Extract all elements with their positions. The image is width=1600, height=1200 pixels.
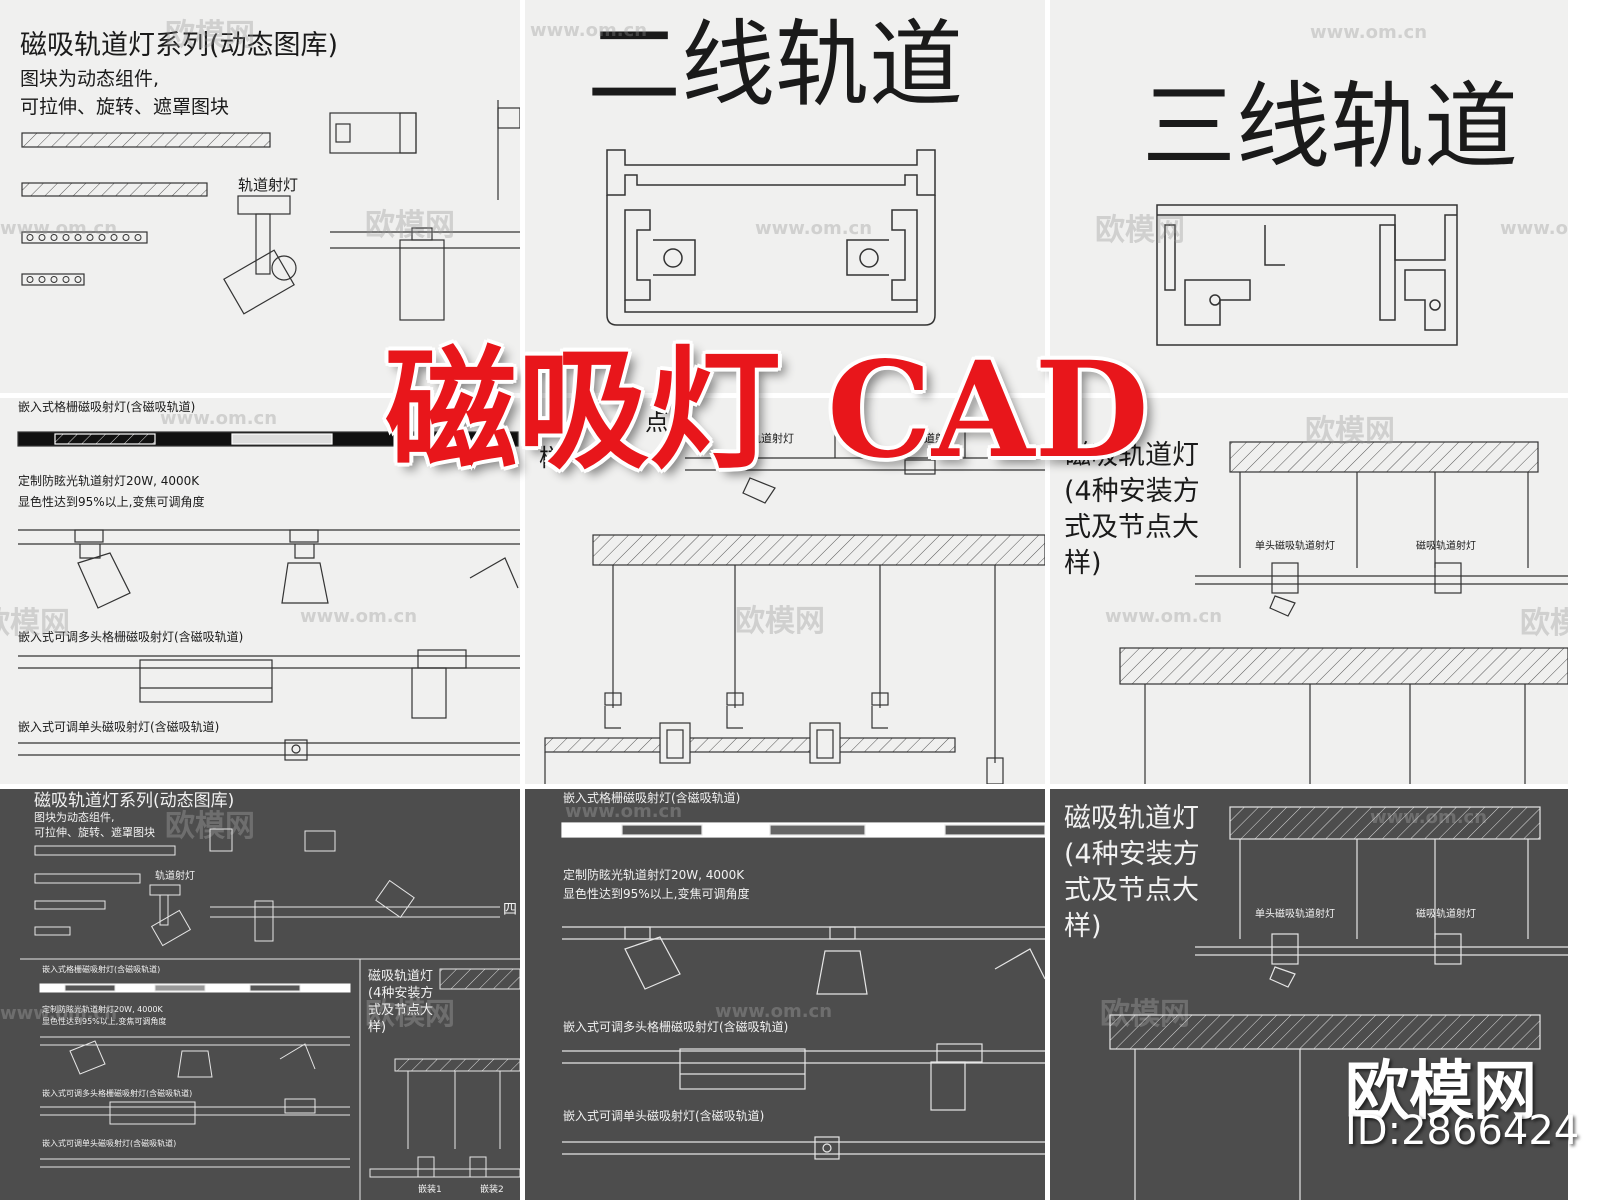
spec-line-1: 定制防眩光轨道射灯20W, 4000K: [42, 1005, 163, 1014]
lamp-label: 单头磁吸轨道射灯: [1255, 909, 1335, 920]
watermark-url: www.om.cn: [160, 408, 278, 429]
title-line-1: 磁吸轨道灯: [1064, 803, 1199, 834]
fixture-label-multi: 嵌入式可调多头格栅磁吸射灯(含磁吸轨道): [18, 630, 244, 644]
fixture-label-grille: 嵌入式格栅磁吸射灯(含磁吸轨道): [563, 791, 741, 805]
drawing-dark-overview: [20, 828, 520, 1200]
fixture-label-grille: 嵌入式格栅磁吸射灯(含磁吸轨道): [42, 965, 161, 974]
panel-dark-spotlights: 嵌入式格栅磁吸射灯(含磁吸轨道) 定制防眩光轨道射灯20W, 4000K 显色性…: [525, 789, 1045, 1200]
title-line-2: (4种安装方: [1064, 839, 1200, 870]
right-edge-label: 四: [503, 902, 517, 918]
drawing-track-install: [1119, 441, 1568, 784]
description-line-2: 可拉伸、旋转、遮罩图块: [20, 96, 230, 118]
spot-light-label: 轨道射灯: [238, 176, 299, 194]
watermark-logo: 欧模网: [1100, 997, 1190, 1032]
watermark-url: www.om.cn: [0, 218, 118, 239]
spot-light-label: 轨道射灯: [155, 871, 195, 882]
drawing-two-wire-profile: [606, 149, 936, 326]
panel-dark-install-methods: 磁吸轨道灯 (4种安装方 式及节点大 样) 单头磁吸轨道射灯 磁吸轨道射灯 ww…: [1050, 789, 1568, 1200]
panel-dynamic-library: 磁吸轨道灯系列(动态图库) 图块为动态组件, 可拉伸、旋转、遮罩图块 轨道射灯 …: [0, 0, 520, 393]
title-line-3: 式及节点大: [1064, 512, 1199, 543]
watermark-logo: 欧模网: [1305, 414, 1395, 449]
right-title-2: (4种安装方: [368, 986, 434, 1001]
panel-track-install-methods: 磁吸轨道灯 (4种安装方 式及节点大 样) 单头磁吸轨道射灯 磁吸轨道射灯 欧模…: [1050, 398, 1568, 784]
watermark-url: www.om.cn: [0, 1003, 118, 1024]
drawing-three-wire-profile: [1156, 204, 1458, 346]
panel-title: 三线轨道: [1142, 73, 1519, 182]
title-line-3: 式及节点大: [1064, 875, 1199, 906]
description-line-1: 图块为动态组件,: [20, 68, 160, 90]
description-line-2: 可拉伸、旋转、遮罩图块: [34, 826, 155, 839]
watermark-url: www.om.cn: [755, 218, 873, 239]
panel-three-wire-track: 三线轨道 欧模网 www.om.cn 欧模网 www.om.cn: [1050, 0, 1568, 393]
watermark-url: www.om.cn: [1370, 807, 1488, 828]
watermark-logo: 欧模网: [165, 18, 255, 53]
right-title-1: 磁吸轨道灯: [368, 969, 434, 984]
lamp-label: 磁吸轨道射灯: [1416, 541, 1476, 552]
fixture-label-single: 嵌入式可调单头磁吸射灯(含磁吸轨道): [563, 1109, 765, 1123]
spec-line-2: 显色性达到95%以上,变焦可调角度: [18, 495, 205, 509]
spec-line-1: 定制防眩光轨道射灯20W, 4000K: [563, 868, 745, 882]
product-id: ID:2866424: [1345, 1108, 1580, 1154]
watermark-url: www.om.cn: [1105, 606, 1223, 627]
watermark-logo: 欧模网: [1095, 213, 1185, 248]
panel-two-wire-track: 二线轨道 www.om.cn www.om.cn: [525, 0, 1045, 393]
partial-title: 点大: [645, 408, 693, 436]
watermark-url: www.om.cn: [300, 606, 418, 627]
fixture-label-multi: 嵌入式可调多头格栅磁吸射灯(含磁吸轨道): [563, 1020, 789, 1034]
partial-title: 样: [539, 444, 563, 472]
lamp-label: 单头磁吸轨道射灯: [1255, 541, 1335, 552]
drawing-suspended-section: [544, 398, 1045, 784]
drawing-dark-track-install: [1109, 806, 1568, 1200]
title-line-4: 样): [1064, 911, 1102, 942]
drawing-grille-spotlights: [17, 431, 520, 761]
brand-logo: 欧模网: [1345, 1055, 1537, 1129]
lamp-label: 轨道射灯: [750, 432, 794, 445]
panel-dark-overview: 磁吸轨道灯系列(动态图库) 图块为动态组件, 可拉伸、旋转、遮罩图块 轨道射灯 …: [0, 789, 520, 1200]
fixture-label-single: 嵌入式可调单头磁吸射灯(含磁吸轨道): [18, 720, 220, 734]
watermark-logo: 欧模网: [735, 604, 825, 639]
right-title-3: 式及节点大: [368, 1003, 434, 1018]
panel-grille-spotlights: 嵌入式格栅磁吸射灯(含磁吸轨道) 定制防眩光轨道射灯20W, 4000K 显色性…: [0, 398, 520, 784]
title-line-1: 磁吸轨道灯: [1064, 440, 1199, 471]
lamp-label: 轨道射灯: [913, 432, 957, 445]
spec-line-2: 显色性达到95%以上,变焦可调角度: [42, 1017, 167, 1026]
drawing-dark-spotlights: [561, 822, 1045, 1160]
watermark-url: www.om.cn: [530, 20, 648, 41]
fixture-label-single: 嵌入式可调单头磁吸射灯(含磁吸轨道): [42, 1139, 177, 1148]
description-line-1: 图块为动态组件,: [34, 811, 115, 824]
panel-installation-section: 点大 样 轨道射灯 轨道射灯 欧模网: [525, 398, 1045, 784]
footer-label: 嵌装1: [418, 1185, 442, 1195]
fixture-label-multi: 嵌入式可调多头格栅磁吸射灯(含磁吸轨道): [42, 1089, 193, 1098]
watermark-logo: 欧模网: [0, 606, 70, 641]
watermark-url: www.om.cn: [1500, 218, 1568, 239]
watermark-logo: 欧模网: [165, 809, 255, 844]
fixture-label-grille: 嵌入式格栅磁吸射灯(含磁吸轨道): [18, 400, 196, 414]
footer-label: 嵌装2: [480, 1185, 504, 1195]
spec-line-1: 定制防眩光轨道射灯20W, 4000K: [18, 474, 200, 488]
spec-line-2: 显色性达到95%以上,变焦可调角度: [563, 887, 750, 901]
watermark-url: www.om.cn: [565, 801, 683, 822]
title-line-4: 样): [1064, 548, 1102, 579]
right-title-4: 样): [368, 1020, 387, 1035]
title-line-2: (4种安装方: [1064, 476, 1200, 507]
panel-title: 磁吸轨道灯系列(动态图库): [20, 30, 339, 61]
drawing-spot-fixtures: [21, 100, 520, 321]
panel-title: 二线轨道: [587, 11, 964, 120]
panel-title: 磁吸轨道灯系列(动态图库): [34, 791, 235, 811]
watermark-logo: 欧模网: [1520, 606, 1568, 641]
lamp-label: 磁吸轨道射灯: [1416, 909, 1476, 920]
banner-title: 磁吸灯 CAD: [385, 333, 1149, 488]
watermark-logo: 欧模网: [365, 997, 455, 1032]
watermark-url: www.om.cn: [1310, 22, 1428, 43]
watermark-url: www.om.cn: [715, 1001, 833, 1022]
watermark-logo: 欧模网: [365, 208, 455, 243]
